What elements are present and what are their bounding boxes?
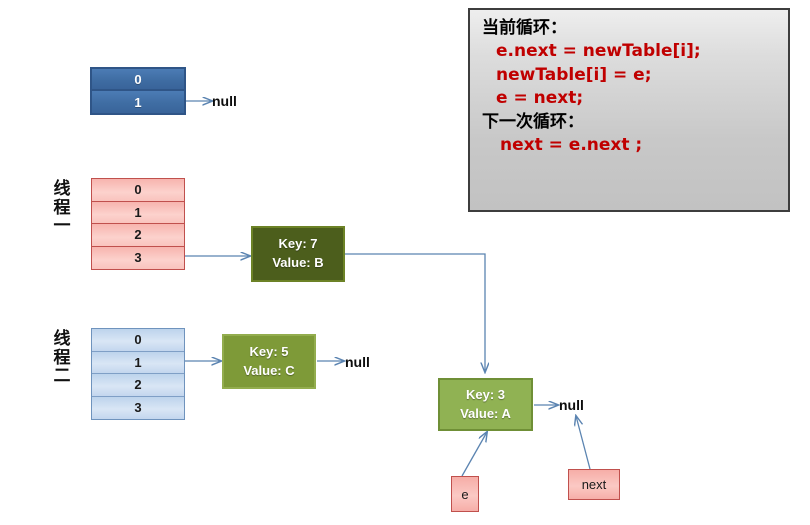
entry-node-key7-key: Key: 7	[278, 236, 318, 252]
pointer-next-label: next	[581, 477, 607, 492]
thread-one-label-char-3: 一	[53, 216, 71, 237]
thread-one-cell-0[interactable]: 0	[92, 179, 184, 202]
entry-node-key5-key: Key: 5	[249, 343, 289, 359]
pointer-next[interactable]: next	[568, 469, 620, 500]
callout-line-3: newTable[i] = e;	[496, 64, 652, 85]
wire-e-to-key3	[461, 432, 487, 477]
thread-one-label: 线 程 一	[50, 180, 74, 236]
null-label-key3: null	[559, 397, 584, 413]
thread-one-cell-1[interactable]: 1	[92, 201, 184, 224]
thread-two-label-char-3: 二	[53, 366, 71, 387]
thread-two-label: 线 程 二	[50, 330, 74, 386]
thread-two-cell-0[interactable]: 0	[92, 329, 184, 352]
thread-two-cell-3[interactable]: 3	[92, 396, 184, 419]
thread-two-label-char-2: 程	[53, 347, 71, 368]
thread-two-table: 0 1 2 3	[91, 328, 185, 420]
entry-node-key7-value: Value: B	[272, 255, 324, 270]
new-table-cell-0[interactable]: 0	[92, 69, 184, 91]
null-label-new-table: null	[212, 93, 237, 109]
thread-one-label-char-2: 程	[53, 197, 71, 218]
thread-one-table: 0 1 2 3	[91, 178, 185, 270]
thread-one-cell-2[interactable]: 2	[92, 224, 184, 247]
new-table-cell-1[interactable]: 1	[92, 91, 184, 113]
entry-node-key7[interactable]: Key: 7 Value: B	[251, 226, 345, 282]
callout-line-6: next = e.next ;	[500, 135, 643, 156]
pointer-e[interactable]: e	[451, 476, 479, 512]
entry-node-key5-value: Value: C	[243, 362, 295, 378]
pointer-e-label: e	[461, 486, 469, 502]
callout-line-1: 当前循环：	[482, 18, 567, 38]
thread-one-label-char-1: 线	[53, 179, 71, 199]
code-callout: 当前循环： e.next = newTable[i]; newTable[i] …	[468, 8, 790, 212]
new-table: 0 1	[90, 67, 186, 115]
callout-line-4: e = next;	[496, 88, 584, 109]
entry-node-key3[interactable]: Key: 3 Value: A	[438, 378, 533, 431]
entry-node-key5[interactable]: Key: 5 Value: C	[222, 334, 316, 389]
wire-next-to-null	[576, 416, 591, 470]
thread-two-cell-1[interactable]: 1	[92, 351, 184, 374]
null-label-key5: null	[345, 354, 370, 370]
entry-node-key3-value: Value: A	[460, 405, 511, 421]
entry-node-key3-key: Key: 3	[465, 386, 506, 402]
thread-two-label-char-1: 线	[53, 329, 71, 349]
callout-line-5: 下一次循环：	[482, 111, 584, 132]
callout-line-2: e.next = newTable[i];	[496, 41, 701, 62]
thread-two-cell-2[interactable]: 2	[92, 374, 184, 397]
thread-one-cell-3[interactable]: 3	[92, 246, 184, 269]
